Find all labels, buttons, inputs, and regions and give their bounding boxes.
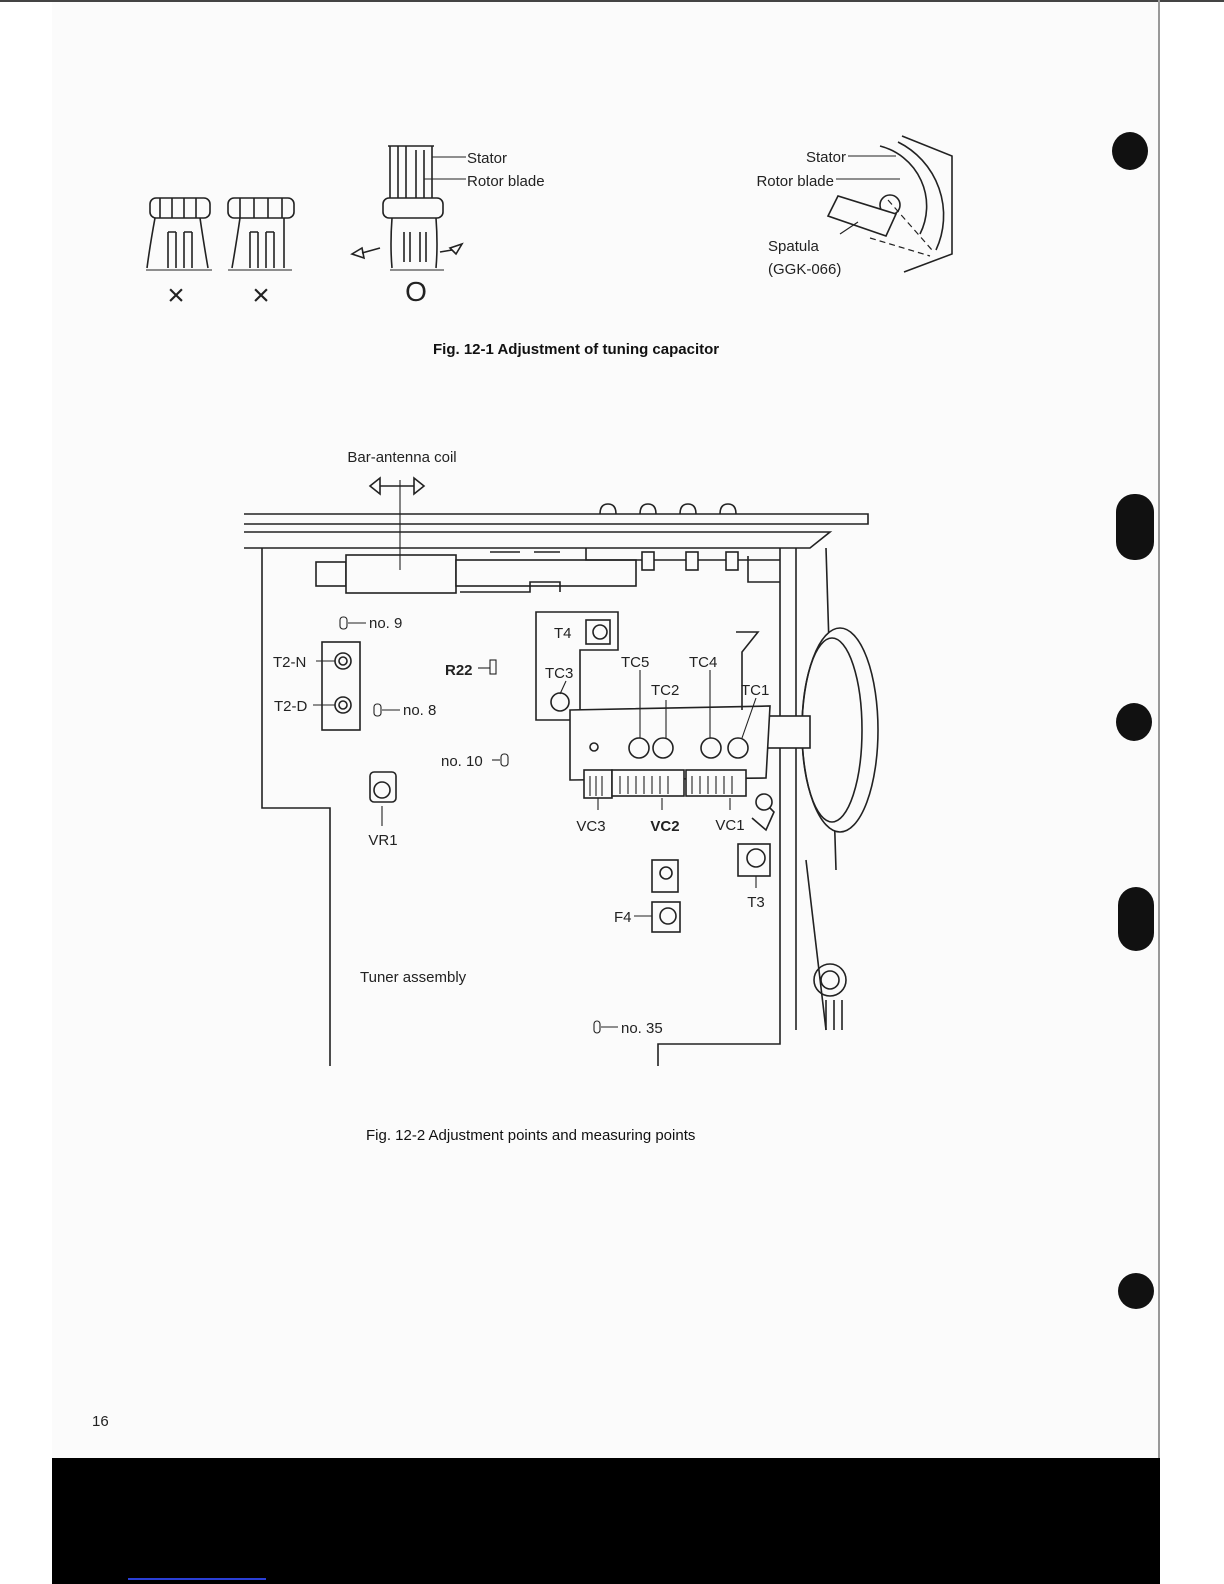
rotor-blade-label: Rotor blade [467, 173, 545, 190]
wrong-mark-1: × [167, 279, 185, 312]
spatula-part-label: (GGK-066) [768, 261, 841, 278]
f4-filter [634, 860, 680, 932]
fig12-1-caption: Fig. 12-1 Adjustment of tuning capacitor [433, 341, 719, 358]
tuner-assembly-label: Tuner assembly [360, 969, 467, 986]
tc2-label: TC2 [651, 682, 679, 699]
vc3-label: VC3 [576, 818, 605, 835]
no10-label: no. 10 [441, 753, 483, 770]
tuner-chassis [244, 478, 868, 1066]
tc4-label: TC4 [689, 654, 717, 671]
stator-label: Stator [467, 150, 507, 167]
t4-label: T4 [554, 625, 572, 642]
bottom-black-band [52, 1458, 1160, 1584]
t2d-label: T2-D [274, 698, 308, 715]
right-rotor-blade-label: Rotor blade [756, 173, 834, 190]
t3-label: T3 [747, 894, 765, 911]
if-board [536, 612, 774, 830]
vc2-label: VC2 [650, 818, 679, 835]
wrong-mark-2: × [252, 279, 270, 312]
vr1-label: VR1 [368, 832, 397, 849]
page-number: 16 [92, 1413, 109, 1430]
t2-bracket [313, 642, 360, 730]
tc3-label: TC3 [545, 665, 573, 682]
dial-pulley [766, 628, 878, 996]
t3-coil [738, 844, 770, 888]
no35-label: no. 35 [621, 1020, 663, 1037]
t2n-label: T2-N [273, 654, 306, 671]
capacitor-wrong-2 [228, 198, 294, 270]
vc1-label: VC1 [715, 817, 744, 834]
no9-label: no. 9 [369, 615, 402, 632]
fig12-2-caption: Fig. 12-2 Adjustment points and measurin… [366, 1127, 695, 1144]
f4-label: F4 [614, 909, 632, 926]
bar-antenna-label: Bar-antenna coil [347, 449, 456, 466]
spatula-label: Spatula [768, 238, 820, 255]
tc1-label: TC1 [741, 682, 769, 699]
capacitor-correct [352, 146, 462, 270]
correct-mark: O [405, 276, 427, 307]
bottom-blue-line [128, 1578, 266, 1580]
spatula-diagram [828, 136, 952, 272]
capacitor-wrong-1 [146, 198, 212, 270]
no8-label: no. 8 [403, 702, 436, 719]
tc5-label: TC5 [621, 654, 649, 671]
r22-label: R22 [445, 662, 473, 679]
vr1-trimmer [370, 772, 396, 826]
right-stator-label: Stator [806, 149, 846, 166]
